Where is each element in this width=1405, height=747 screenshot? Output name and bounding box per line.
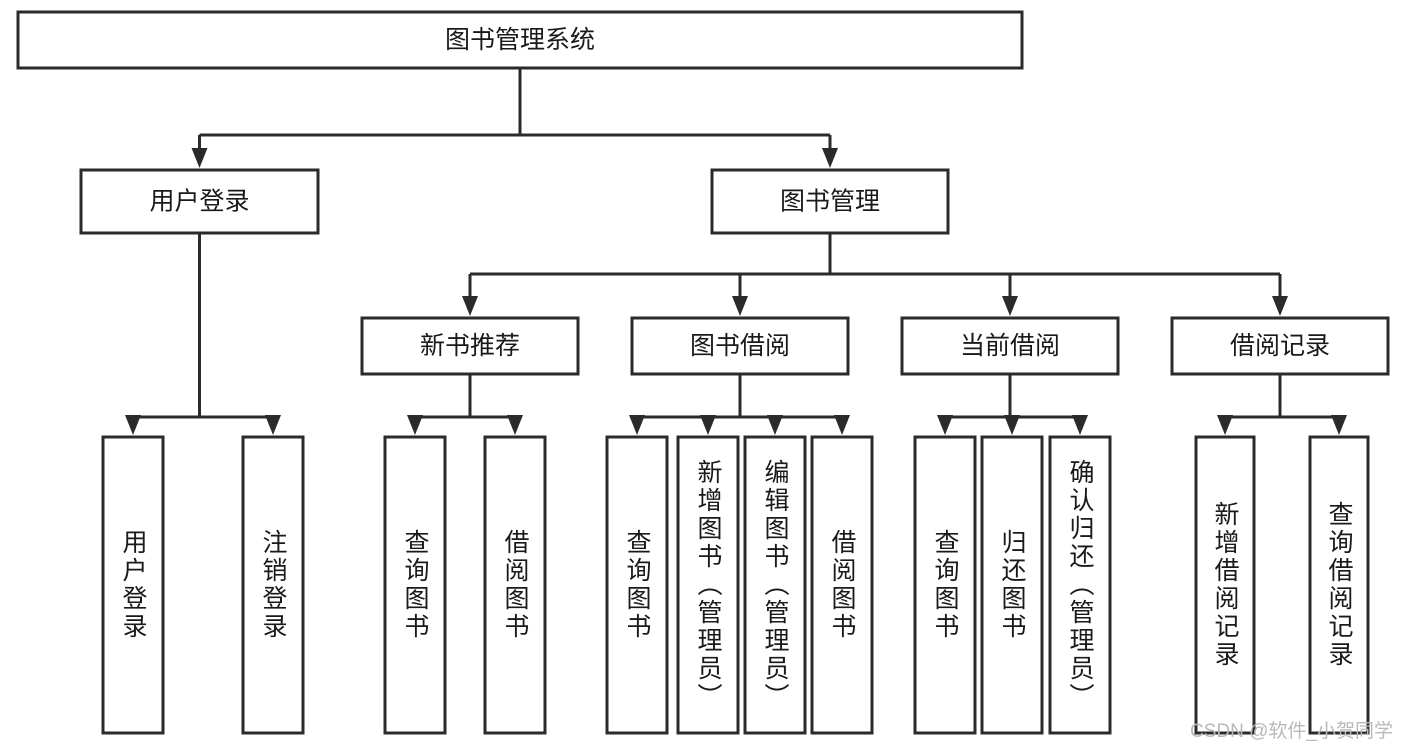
arrow-head-icon [507, 415, 523, 435]
node-leaf-edit-book[interactable]: 编辑图书（管理员） [743, 435, 807, 735]
node-leaf-add-book[interactable]: 新增图书（管理员） [676, 435, 740, 735]
node-current-borrow-label: 当前借阅 [960, 332, 1060, 360]
node-leaf-query-book-3-box [913, 435, 977, 735]
arrow-head-icon [462, 296, 478, 316]
node-book-manage-label: 图书管理 [780, 188, 880, 216]
arrow-head-icon [822, 148, 838, 168]
arrow-head-icon [125, 415, 141, 435]
node-leaf-return-book[interactable]: 归还图书 [980, 435, 1044, 735]
node-leaf-edit-book-box [743, 435, 807, 735]
node-leaf-add-record-box [1194, 435, 1256, 735]
arrow-head-icon [732, 296, 748, 316]
arrow-head-icon [834, 415, 850, 435]
arrow-head-icon [265, 415, 281, 435]
node-leaf-query-book-1-label: 查询图书 [401, 529, 430, 641]
node-leaf-query-book-3[interactable]: 查询图书 [913, 435, 977, 735]
node-book-borrow-box [630, 316, 850, 376]
arrow-head-icon [767, 415, 783, 435]
node-leaf-query-record-label: 查询借阅记录 [1325, 501, 1354, 669]
arrow-head-icon [1072, 415, 1088, 435]
node-leaf-query-book-1[interactable]: 查询图书 [383, 435, 447, 735]
node-leaf-confirm-return-label: 确认归还（管理员） [1066, 459, 1095, 711]
node-leaf-edit-book-label: 编辑图书（管理员） [761, 459, 790, 711]
node-leaf-confirm-return-box [1048, 435, 1112, 735]
node-title[interactable]: 图书管理系统 [16, 10, 1024, 70]
arrow-head-icon [1272, 296, 1288, 316]
arrow-head-icon [1217, 415, 1233, 435]
node-leaf-confirm-return[interactable]: 确认归还（管理员） [1048, 435, 1112, 735]
node-book-manage-box [710, 168, 950, 235]
arrow-head-icon [191, 148, 208, 168]
node-current-borrow-box [900, 316, 1120, 376]
node-leaf-add-book-box [676, 435, 740, 735]
arrow-head-icon [1002, 296, 1018, 316]
node-new-book-rec[interactable]: 新书推荐 [360, 316, 580, 376]
arrow-head-icon [1331, 415, 1347, 435]
node-leaf-borrow-book-1-label: 借阅图书 [501, 529, 530, 641]
node-leaf-return-book-label: 归还图书 [998, 529, 1027, 641]
node-leaf-query-record-box [1308, 435, 1370, 735]
node-leaf-add-record-label: 新增借阅记录 [1211, 501, 1240, 669]
node-leaf-add-record[interactable]: 新增借阅记录 [1194, 435, 1256, 735]
node-new-book-rec-label: 新书推荐 [420, 332, 520, 360]
node-leaf-user-login[interactable]: 用户登录 [101, 435, 165, 735]
node-layer: 图书管理系统用户登录图书管理新书推荐图书借阅当前借阅借阅记录用户登录注销登录查询… [16, 10, 1390, 735]
node-user-login[interactable]: 用户登录 [79, 168, 320, 235]
node-user-login-label: 用户登录 [149, 188, 249, 216]
node-borrow-record-label: 借阅记录 [1230, 332, 1330, 360]
node-leaf-query-record[interactable]: 查询借阅记录 [1308, 435, 1370, 735]
node-book-borrow-label: 图书借阅 [690, 332, 790, 360]
node-title-label: 图书管理系统 [445, 26, 595, 54]
node-borrow-record-box [1170, 316, 1390, 376]
node-leaf-user-login-box [101, 435, 165, 735]
node-leaf-query-book-2-label: 查询图书 [623, 529, 652, 641]
arrow-head-icon [1004, 415, 1020, 435]
node-leaf-add-book-label: 新增图书（管理员） [694, 459, 723, 711]
node-leaf-borrow-book-1-box [483, 435, 547, 735]
node-new-book-rec-box [360, 316, 580, 376]
node-leaf-logout-box [241, 435, 305, 735]
node-leaf-query-book-2[interactable]: 查询图书 [605, 435, 669, 735]
connector-layer [125, 68, 1347, 435]
arrow-head-icon [937, 415, 953, 435]
node-leaf-logout-label: 注销登录 [259, 529, 288, 641]
node-leaf-user-login-label: 用户登录 [119, 529, 148, 641]
arrow-head-icon [700, 415, 716, 435]
node-leaf-borrow-book-2-label: 借阅图书 [828, 529, 857, 641]
node-leaf-borrow-book-2[interactable]: 借阅图书 [810, 435, 874, 735]
node-leaf-return-book-box [980, 435, 1044, 735]
node-leaf-logout[interactable]: 注销登录 [241, 435, 305, 735]
arrow-head-icon [407, 415, 423, 435]
node-book-borrow[interactable]: 图书借阅 [630, 316, 850, 376]
arrow-head-icon [629, 415, 645, 435]
node-book-manage[interactable]: 图书管理 [710, 168, 950, 235]
node-current-borrow[interactable]: 当前借阅 [900, 316, 1120, 376]
node-leaf-borrow-book-2-box [810, 435, 874, 735]
node-leaf-query-book-3-label: 查询图书 [931, 529, 960, 641]
node-leaf-query-book-2-box [605, 435, 669, 735]
node-user-login-box [79, 168, 320, 235]
node-leaf-query-book-1-box [383, 435, 447, 735]
node-title-box [16, 10, 1024, 70]
node-leaf-borrow-book-1[interactable]: 借阅图书 [483, 435, 547, 735]
node-borrow-record[interactable]: 借阅记录 [1170, 316, 1390, 376]
